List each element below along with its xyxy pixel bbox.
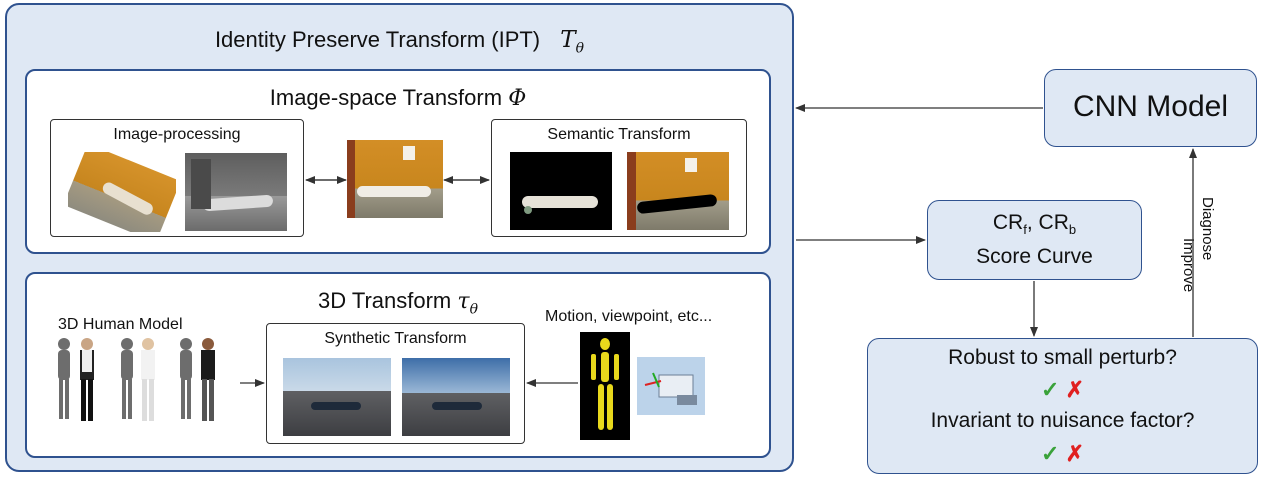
synthetic-render-2 xyxy=(402,358,510,436)
background-only-image xyxy=(627,152,729,230)
semantic-transform-title: Semantic Transform xyxy=(547,126,691,143)
foreground-only-image xyxy=(510,152,612,230)
cr-label: CRf, CRb xyxy=(992,211,1077,238)
check-mark-2: ✓ xyxy=(1041,441,1060,466)
synthetic-render-1 xyxy=(283,358,391,436)
three-d-title: 3D Transform τθ xyxy=(318,288,478,318)
viewpoint-image xyxy=(637,357,705,415)
human-model-label: 3D Human Model xyxy=(58,316,183,333)
rotated-pushup-image xyxy=(68,152,176,232)
original-pushup-image xyxy=(347,140,443,218)
motion-label: Motion, viewpoint, etc... xyxy=(545,308,713,325)
question-invariant: Invariant to nuisance factor? xyxy=(930,409,1195,432)
question-robust: Robust to small perturb? xyxy=(948,346,1177,369)
score-curve-label: Score Curve xyxy=(976,245,1093,268)
ipt-title-text: Identity Preserve Transform (IPT) xyxy=(214,27,541,52)
cnn-model-box: CNN Model xyxy=(1044,69,1257,147)
tau-symbol: τθ xyxy=(457,289,478,318)
image-space-title: Image-space Transform Φ xyxy=(269,85,527,111)
ipt-title: Identity Preserve Transform (IPT) Tθ xyxy=(7,27,792,57)
phi-symbol: Φ xyxy=(508,86,527,111)
score-curve-box: CRf, CRb Score Curve xyxy=(927,200,1142,280)
cnn-model-label: CNN Model xyxy=(1072,90,1229,123)
check-mark-1: ✓ xyxy=(1041,377,1060,402)
image-processing-title: Image-processing xyxy=(113,126,241,143)
human-models-image xyxy=(58,338,215,421)
synthetic-transform-title: Synthetic Transform xyxy=(324,330,467,347)
cross-mark-2: ✗ xyxy=(1065,441,1084,466)
skeleton-motion-image xyxy=(580,332,630,440)
questions-box: Robust to small perturb? ✓ ✗ Invariant t… xyxy=(867,338,1258,474)
ipt-symbol: Tθ xyxy=(560,27,585,57)
marks-row-2: ✓ ✗ xyxy=(868,441,1257,467)
marks-row-1: ✓ ✗ xyxy=(868,377,1257,403)
grayscale-pushup-image xyxy=(185,153,287,231)
cross-mark-1: ✗ xyxy=(1065,377,1084,402)
